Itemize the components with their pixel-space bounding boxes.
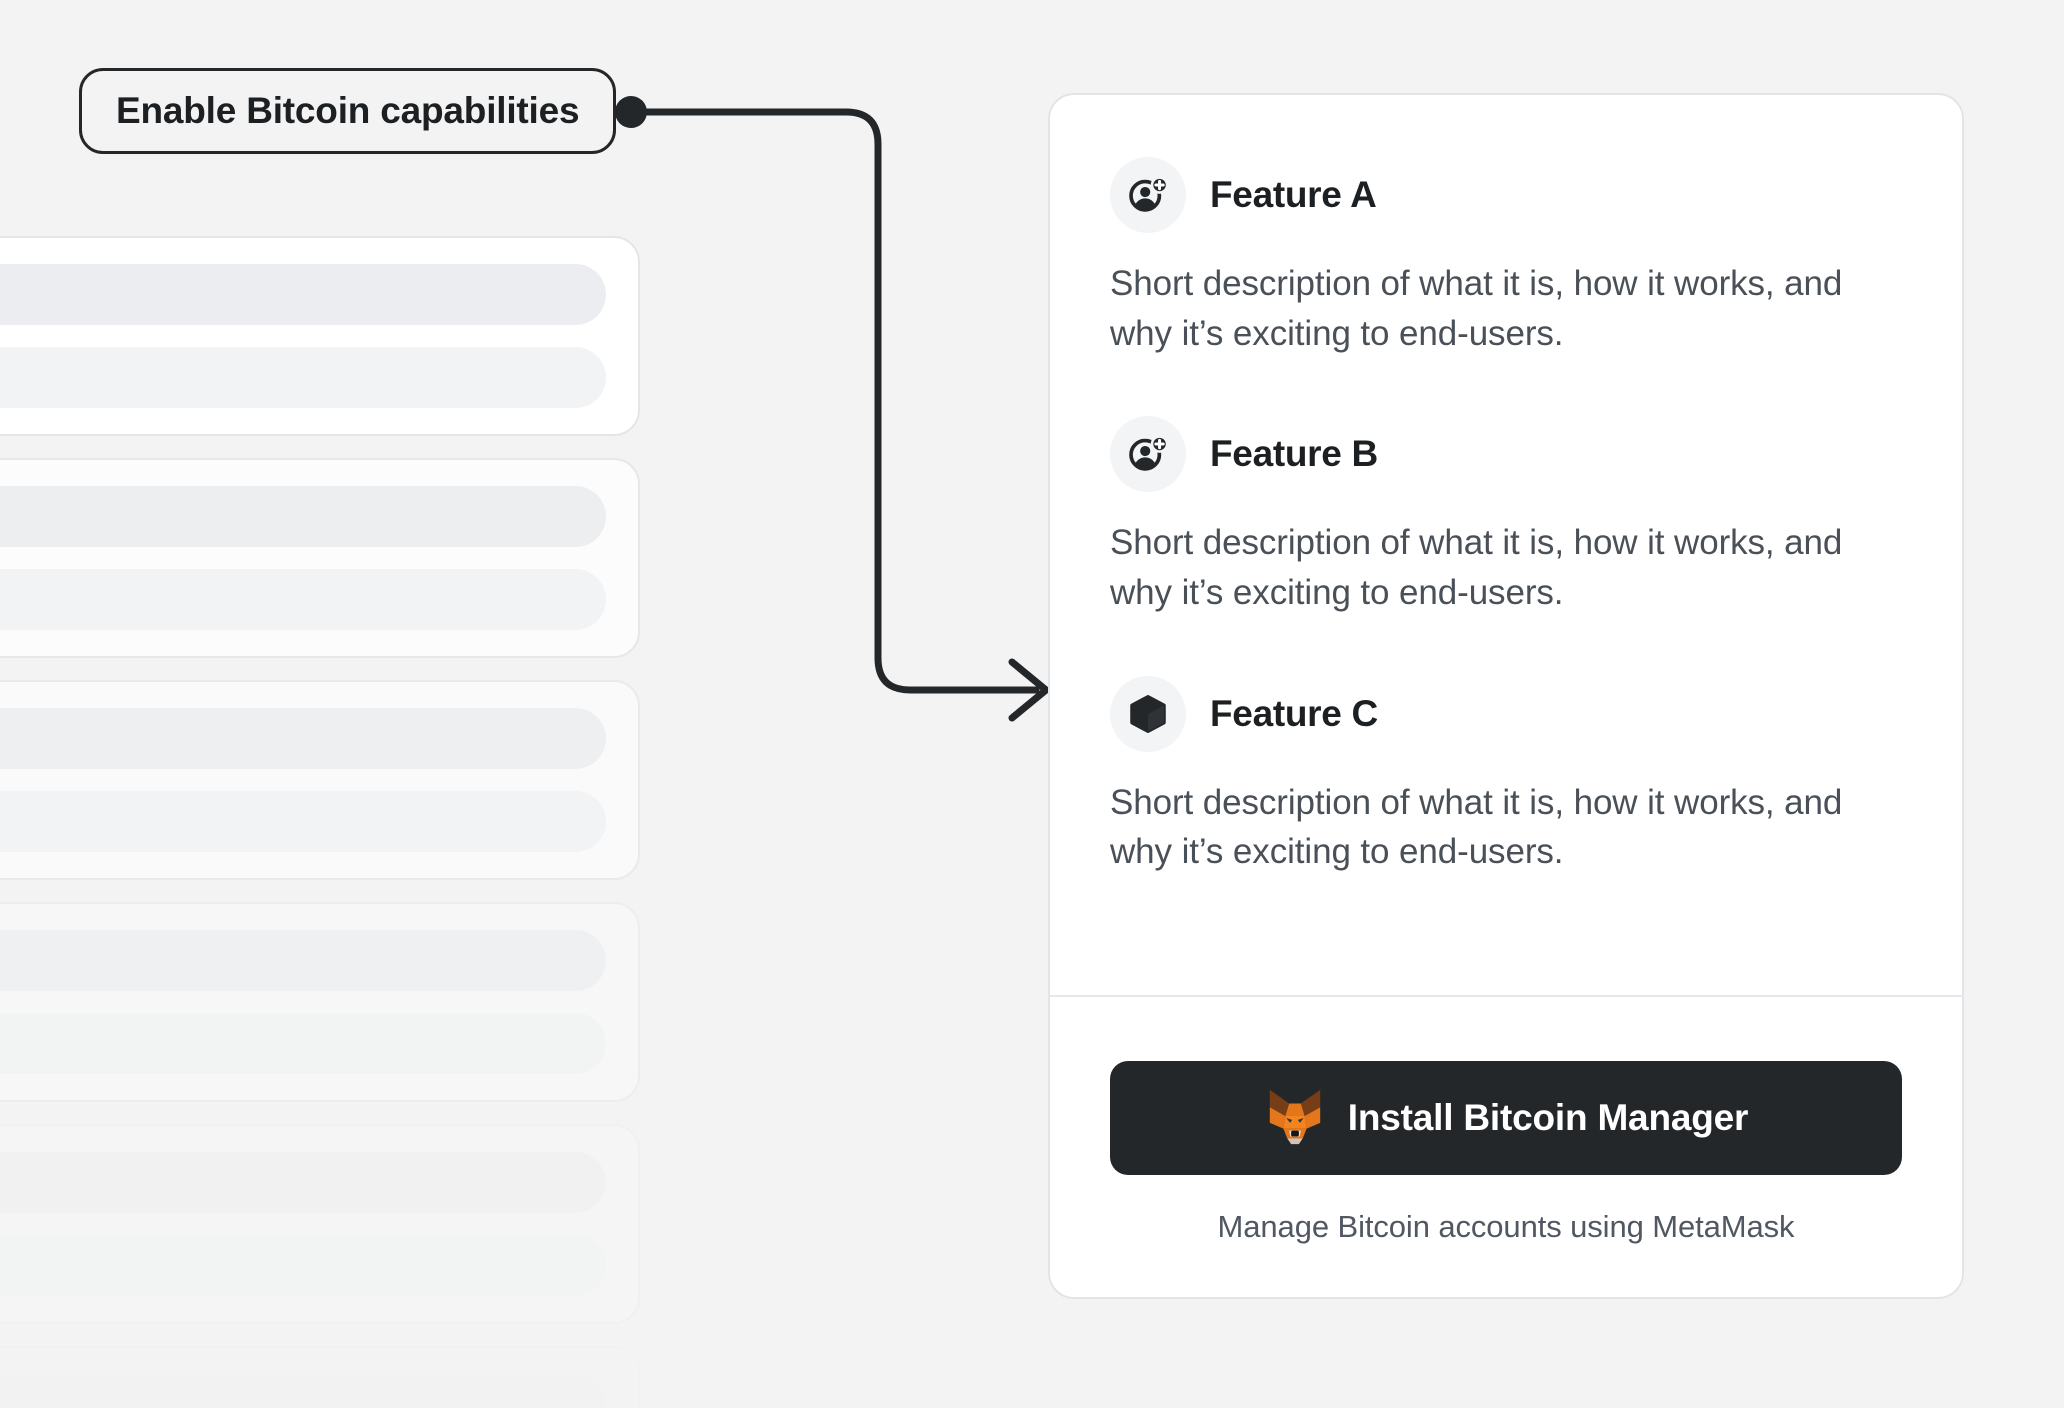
skeleton-bar-secondary <box>0 1235 606 1296</box>
skeleton-bar-primary <box>0 930 606 991</box>
feature-title: Feature C <box>1210 692 1378 734</box>
skeleton-bar-primary <box>0 1374 606 1408</box>
install-button-label: Install Bitcoin Manager <box>1347 1097 1749 1138</box>
feature-header: Feature B <box>1110 416 1902 493</box>
feature-title: Feature B <box>1210 433 1378 475</box>
card-divider <box>1050 995 1962 997</box>
skeleton-card <box>0 680 640 880</box>
add-user-icon <box>1129 435 1169 472</box>
skeleton-bar-primary <box>0 486 606 547</box>
skeleton-bar-primary <box>0 708 606 769</box>
skeleton-bar-secondary <box>0 791 606 852</box>
feature-item: Feature A Short description of what it is… <box>1110 157 1902 358</box>
skeleton-card <box>0 902 640 1102</box>
skeleton-card <box>0 1346 640 1408</box>
feature-card: Feature A Short description of what it is… <box>1048 93 1964 1299</box>
connector-start-dot <box>615 96 647 128</box>
skeleton-card-list <box>0 236 640 1408</box>
skeleton-bar-primary <box>0 264 606 325</box>
cube-icon <box>1130 694 1166 733</box>
skeleton-bar-primary <box>0 1152 606 1213</box>
feature-description: Short description of what it is, how it … <box>1110 523 1843 613</box>
skeleton-bar-secondary <box>0 569 606 630</box>
skeleton-bar-secondary <box>0 1013 606 1074</box>
feature-list: Feature A Short description of what it is… <box>1050 95 1962 939</box>
annotation-callout-label: Enable Bitcoin capabilities <box>116 90 580 131</box>
feature-description: Short description of what it is, how it … <box>1110 264 1843 353</box>
feature-title: Feature A <box>1210 174 1377 215</box>
annotation-callout: Enable Bitcoin capabilities <box>79 68 617 154</box>
feature-header: Feature C <box>1110 675 1902 752</box>
feature-item: Feature C Short description of what it is… <box>1110 675 1902 877</box>
install-bitcoin-manager-button[interactable]: Install Bitcoin Manager <box>1110 1061 1902 1175</box>
feature-icon-badge <box>1110 157 1186 233</box>
add-user-icon <box>1129 176 1169 212</box>
skeleton-card <box>0 236 640 436</box>
connector-path <box>627 108 1040 694</box>
feature-icon-badge <box>1110 675 1186 752</box>
footer-caption: Manage Bitcoin accounts using MetaMask <box>1217 1209 1795 1244</box>
skeleton-bar-secondary <box>0 347 606 408</box>
metamask-fox-icon <box>1264 1086 1326 1151</box>
skeleton-card <box>0 1124 640 1324</box>
feature-header: Feature A <box>1110 157 1902 233</box>
feature-icon-badge <box>1110 416 1186 493</box>
connector-arrowhead <box>1008 658 1050 722</box>
skeleton-card <box>0 458 640 658</box>
feature-item: Feature B Short description of what it is… <box>1110 416 1902 617</box>
card-footer: Install Bitcoin Manager Manage Bitcoin a… <box>1050 997 1962 1297</box>
feature-description: Short description of what it is, how it … <box>1110 782 1843 872</box>
